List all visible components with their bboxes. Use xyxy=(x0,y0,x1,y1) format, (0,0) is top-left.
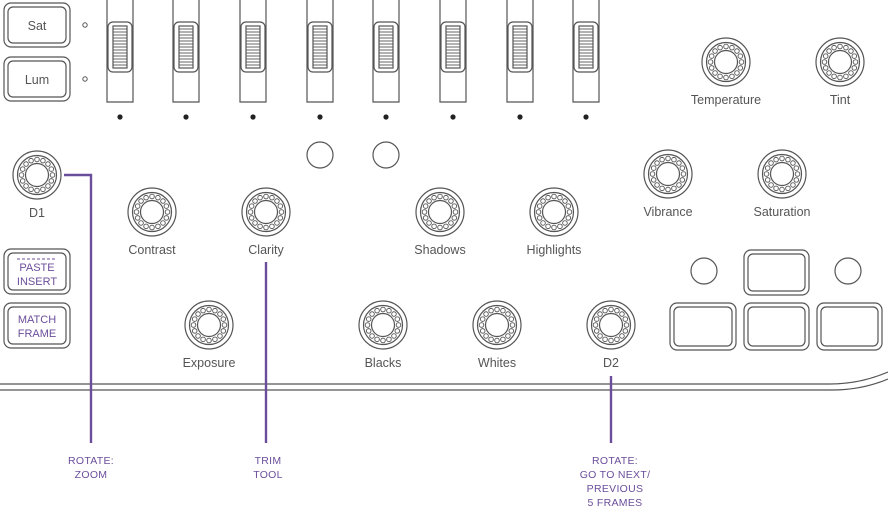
knob-exposure[interactable] xyxy=(184,300,234,350)
svg-text:TRIM: TRIM xyxy=(255,455,282,467)
fader-led xyxy=(383,114,389,120)
knob-d2[interactable] xyxy=(586,300,636,350)
key-bottom-middle[interactable] xyxy=(743,302,810,351)
panel-edge-inner xyxy=(0,378,888,391)
fader-thumb[interactable] xyxy=(440,21,466,73)
knob-label-temperature: Temperature xyxy=(691,93,761,107)
round-button-2[interactable] xyxy=(372,141,400,169)
frame-label: FRAME xyxy=(18,328,57,340)
annotation-d2: ROTATE: GO TO NEXT/ PREVIOUS 5 FRAMES xyxy=(580,455,651,509)
svg-text:PREVIOUS: PREVIOUS xyxy=(587,483,644,495)
svg-text:5 FRAMES: 5 FRAMES xyxy=(588,497,643,509)
svg-text:TOOL: TOOL xyxy=(253,469,283,481)
fader-led xyxy=(317,114,323,120)
knob-temperature[interactable] xyxy=(701,37,751,87)
knob-label-tint: Tint xyxy=(830,93,851,107)
round-button-1[interactable] xyxy=(306,141,334,169)
knob-highlights[interactable] xyxy=(529,187,579,237)
fader-led xyxy=(250,114,256,120)
knob-label-saturation: Saturation xyxy=(754,205,811,219)
knob-label-clarity: Clarity xyxy=(248,243,284,257)
key-bottom-right[interactable] xyxy=(816,302,883,351)
round-button-right[interactable] xyxy=(834,257,862,285)
knob-label-whites: Whites xyxy=(478,356,516,370)
knob-d1[interactable] xyxy=(12,150,62,200)
svg-text:ZOOM: ZOOM xyxy=(75,469,108,481)
fader-led xyxy=(450,114,456,120)
key-top[interactable] xyxy=(743,249,810,296)
panel-edge xyxy=(0,371,888,385)
fader-2[interactable] xyxy=(172,0,200,103)
match-frame-button[interactable]: MATCH FRAME xyxy=(3,302,71,349)
knob-whites[interactable] xyxy=(472,300,522,350)
fader-led xyxy=(117,114,123,120)
knob-label-vibrance: Vibrance xyxy=(643,205,692,219)
fader-led xyxy=(517,114,523,120)
knob-label-highlights: Highlights xyxy=(527,243,582,257)
fader-thumb[interactable] xyxy=(107,21,133,73)
fader-thumb[interactable] xyxy=(173,21,199,73)
fader-3[interactable] xyxy=(239,0,267,103)
knob-label-contrast: Contrast xyxy=(128,243,176,257)
fader-thumb[interactable] xyxy=(307,21,333,73)
knob-label-exposure: Exposure xyxy=(183,356,236,370)
fader-thumb[interactable] xyxy=(373,21,399,73)
knob-label-blacks: Blacks xyxy=(365,356,402,370)
svg-text:ROTATE:: ROTATE: xyxy=(592,455,638,467)
annotation-d1: ROTATE: ZOOM xyxy=(68,455,114,481)
fader-1[interactable] xyxy=(106,0,134,103)
fader-led xyxy=(583,114,589,120)
knob-shadows[interactable] xyxy=(415,187,465,237)
fader-4[interactable] xyxy=(306,0,334,103)
knob-vibrance[interactable] xyxy=(643,149,693,199)
svg-text:ROTATE:: ROTATE: xyxy=(68,455,114,467)
lum-button[interactable]: Lum xyxy=(3,56,71,102)
fader-8[interactable] xyxy=(572,0,600,103)
callout-line-d1 xyxy=(64,173,93,443)
fader-thumb[interactable] xyxy=(507,21,533,73)
knob-label-shadows: Shadows xyxy=(414,243,465,257)
fader-thumb[interactable] xyxy=(573,21,599,73)
fader-6[interactable] xyxy=(439,0,467,103)
key-bottom-left[interactable] xyxy=(669,302,737,351)
paste-insert-button[interactable]: PASTE INSERT xyxy=(3,248,71,295)
fader-7[interactable] xyxy=(506,0,534,103)
knob-blacks[interactable] xyxy=(358,300,408,350)
fader-led xyxy=(183,114,189,120)
knob-label-d2: D2 xyxy=(603,356,619,370)
knob-saturation[interactable] xyxy=(757,149,807,199)
sat-indicator-led xyxy=(82,22,88,28)
lum-indicator-led xyxy=(82,76,88,82)
round-button-left[interactable] xyxy=(690,257,718,285)
sat-label: Sat xyxy=(28,19,47,33)
insert-label: INSERT xyxy=(17,276,57,288)
knob-clarity[interactable] xyxy=(241,187,291,237)
lum-label: Lum xyxy=(25,73,49,87)
sat-button[interactable]: Sat xyxy=(3,2,71,48)
knob-tint[interactable] xyxy=(815,37,865,87)
knob-contrast[interactable] xyxy=(127,187,177,237)
svg-text:GO TO NEXT/: GO TO NEXT/ xyxy=(580,469,651,481)
paste-label: PASTE xyxy=(19,262,54,274)
fader-5[interactable] xyxy=(372,0,400,103)
annotation-clarity: TRIM TOOL xyxy=(253,455,283,481)
fader-thumb[interactable] xyxy=(240,21,266,73)
match-label: MATCH xyxy=(18,314,56,326)
knob-label-d1: D1 xyxy=(29,206,45,220)
